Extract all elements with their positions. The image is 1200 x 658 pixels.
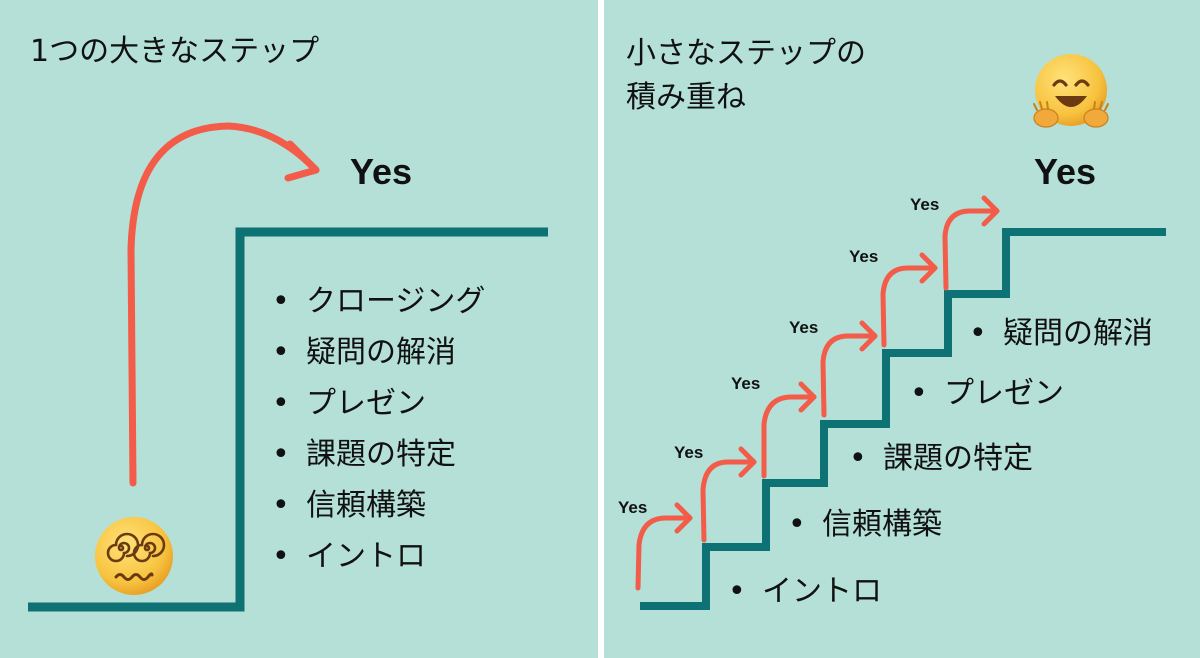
- yes-label-step-6: Yes: [910, 195, 940, 214]
- yes-label-step-2: Yes: [674, 443, 704, 462]
- stage-intro: イントロ: [272, 531, 485, 582]
- right-title: 小さなステップの 積み重ね: [626, 36, 866, 115]
- yes-label-step-3: Yes: [731, 374, 761, 393]
- yes-label-big: Yes: [1034, 151, 1097, 192]
- step-intro: イントロ: [728, 572, 882, 612]
- left-title: 1つの大きなステップ: [30, 34, 320, 69]
- small-arrows: [635, 195, 1000, 591]
- left-diagram: [28, 122, 548, 612]
- left-stage-list: クロージング 疑問の解消 プレゼン 課題の特定 信頼構築 イントロ: [272, 276, 485, 582]
- yes-label-big: Yes: [350, 151, 413, 192]
- small-arrow-6: [942, 195, 1000, 291]
- right-panel: 小さなステップの 積み重ね: [604, 0, 1200, 658]
- big-arrow-head: [284, 140, 320, 182]
- stage-trust-building: 信頼構築: [272, 480, 485, 531]
- dizzy-face-icon: [95, 517, 173, 595]
- left-panel: 1つの大きなステップ Yes クロージング 疑問の解消 プレゼン 課題の特定 信…: [0, 0, 598, 658]
- small-arrow-4: [820, 320, 878, 418]
- yes-label-step-1: Yes: [618, 498, 648, 517]
- stage-issue-identification: 課題の特定: [272, 429, 485, 480]
- small-arrow-1: [635, 502, 693, 591]
- hugging-face-icon: [1033, 54, 1109, 128]
- stage-presentation: プレゼン: [272, 378, 485, 429]
- stage-resolve-questions: 疑問の解消: [272, 327, 485, 378]
- big-arrow: [127, 122, 320, 487]
- staircase-line: [640, 228, 1166, 610]
- big-step-line: [28, 227, 548, 612]
- step-presentation: プレゼン: [910, 374, 1064, 414]
- step-issue-identification: 課題の特定: [849, 439, 1033, 479]
- yes-label-step-4: Yes: [789, 318, 819, 337]
- right-diagram: [635, 195, 1166, 610]
- small-arrow-3: [761, 381, 817, 479]
- small-arrow-5: [880, 252, 938, 348]
- yes-label-step-5: Yes: [849, 247, 879, 266]
- stage-closing: クロージング: [272, 276, 485, 327]
- step-resolve-questions: 疑問の解消: [969, 314, 1153, 354]
- step-trust-building: 信頼構築: [788, 505, 942, 545]
- small-arrow-2: [700, 446, 757, 543]
